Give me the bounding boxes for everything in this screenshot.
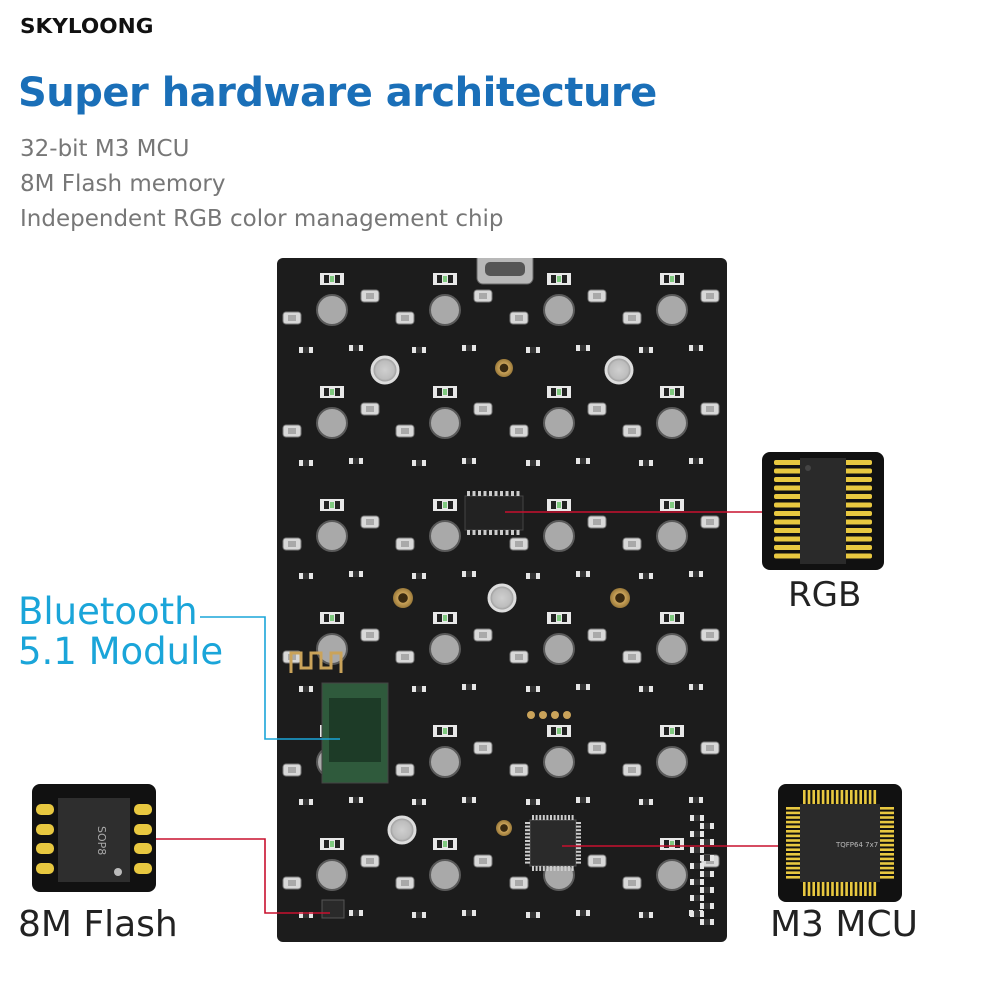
flash-label: 8M Flash	[18, 904, 178, 945]
rgb-chip-callout	[762, 452, 884, 570]
rgb-label: RGB	[788, 575, 862, 615]
bluetooth-label: Bluetooth 5.1 Module	[18, 592, 223, 672]
sop8-marking: SOP8	[95, 826, 108, 855]
brand-logo: SKYLOONG	[20, 14, 154, 38]
flash-chip-callout: SOP8	[32, 784, 156, 892]
pcb-board	[277, 258, 727, 942]
headline: Super hardware architecture	[18, 70, 657, 116]
feature-rgb-chip: Independent RGB color management chip	[20, 206, 504, 232]
tqfp-marking: TQFP64 7x7	[835, 841, 878, 849]
feature-mcu: 32-bit M3 MCU	[20, 136, 190, 162]
bluetooth-label-line2: 5.1 Module	[18, 630, 224, 673]
feature-flash: 8M Flash memory	[20, 171, 226, 197]
bluetooth-label-line1: Bluetooth	[18, 590, 198, 633]
mcu-label: M3 MCU	[770, 904, 918, 945]
mcu-chip-callout: TQFP64 7x7	[778, 784, 902, 902]
